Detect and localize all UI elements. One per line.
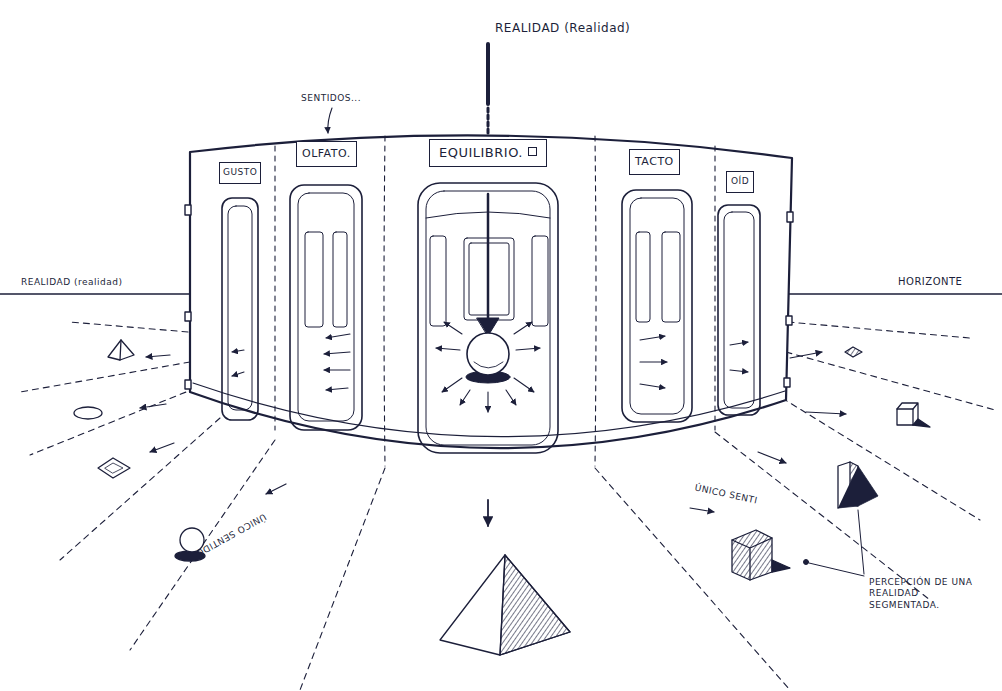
- leader-dot: [804, 560, 809, 565]
- panel-arrows: [232, 334, 748, 390]
- leader-line: [809, 563, 864, 576]
- annotation-label: ÚNICO SENTIDO: [193, 511, 268, 559]
- panel-separators: [275, 136, 715, 466]
- radiating-arrows: [436, 322, 540, 412]
- reality-arrow: [487, 194, 490, 320]
- window-frames: [222, 183, 760, 453]
- ground-rays: [20, 322, 995, 690]
- cylinder-rim: [193, 383, 785, 437]
- sense-label-box: OLFATO.: [296, 141, 357, 167]
- annotation-label: REALIDAD (Realidad): [495, 21, 630, 36]
- annotation-label: SENTIDOS...: [301, 93, 361, 104]
- annotation-label: ÚNICO SENTI: [694, 482, 759, 506]
- sense-name: GUSTO: [223, 168, 257, 178]
- ground-arrows: [140, 352, 846, 526]
- leader-line: [328, 108, 332, 133]
- sense-label-box: GUSTO: [219, 162, 261, 184]
- sense-name: OÍD: [731, 177, 749, 187]
- horizon-line: [0, 293, 190, 294]
- sense-name: TACTO: [635, 156, 674, 168]
- sphere: [467, 333, 509, 375]
- sphere-shade: [474, 362, 503, 368]
- annotation-label: PERCEPCIÓN DE UNA REALIDAD SEGMENTADA.: [869, 577, 991, 611]
- horizon-line: [786, 293, 1002, 294]
- sense-label-box: EQUILIBRIO.: [429, 139, 547, 167]
- annotation-label: HORIZONTE: [898, 276, 962, 289]
- ground-shapes: [74, 340, 930, 655]
- reality-arrow: [486, 44, 490, 104]
- sense-label-box: OÍD: [726, 171, 754, 193]
- reality-arrow: [487, 108, 490, 134]
- sense-name: EQUILIBRIO.: [439, 146, 523, 160]
- sense-name: OLFATO.: [302, 148, 351, 160]
- annotation-label: REALIDAD (realidad): [21, 277, 123, 288]
- sense-label-box: TACTO: [629, 149, 680, 175]
- leader-line: [858, 510, 864, 574]
- square-symbol: [528, 147, 537, 156]
